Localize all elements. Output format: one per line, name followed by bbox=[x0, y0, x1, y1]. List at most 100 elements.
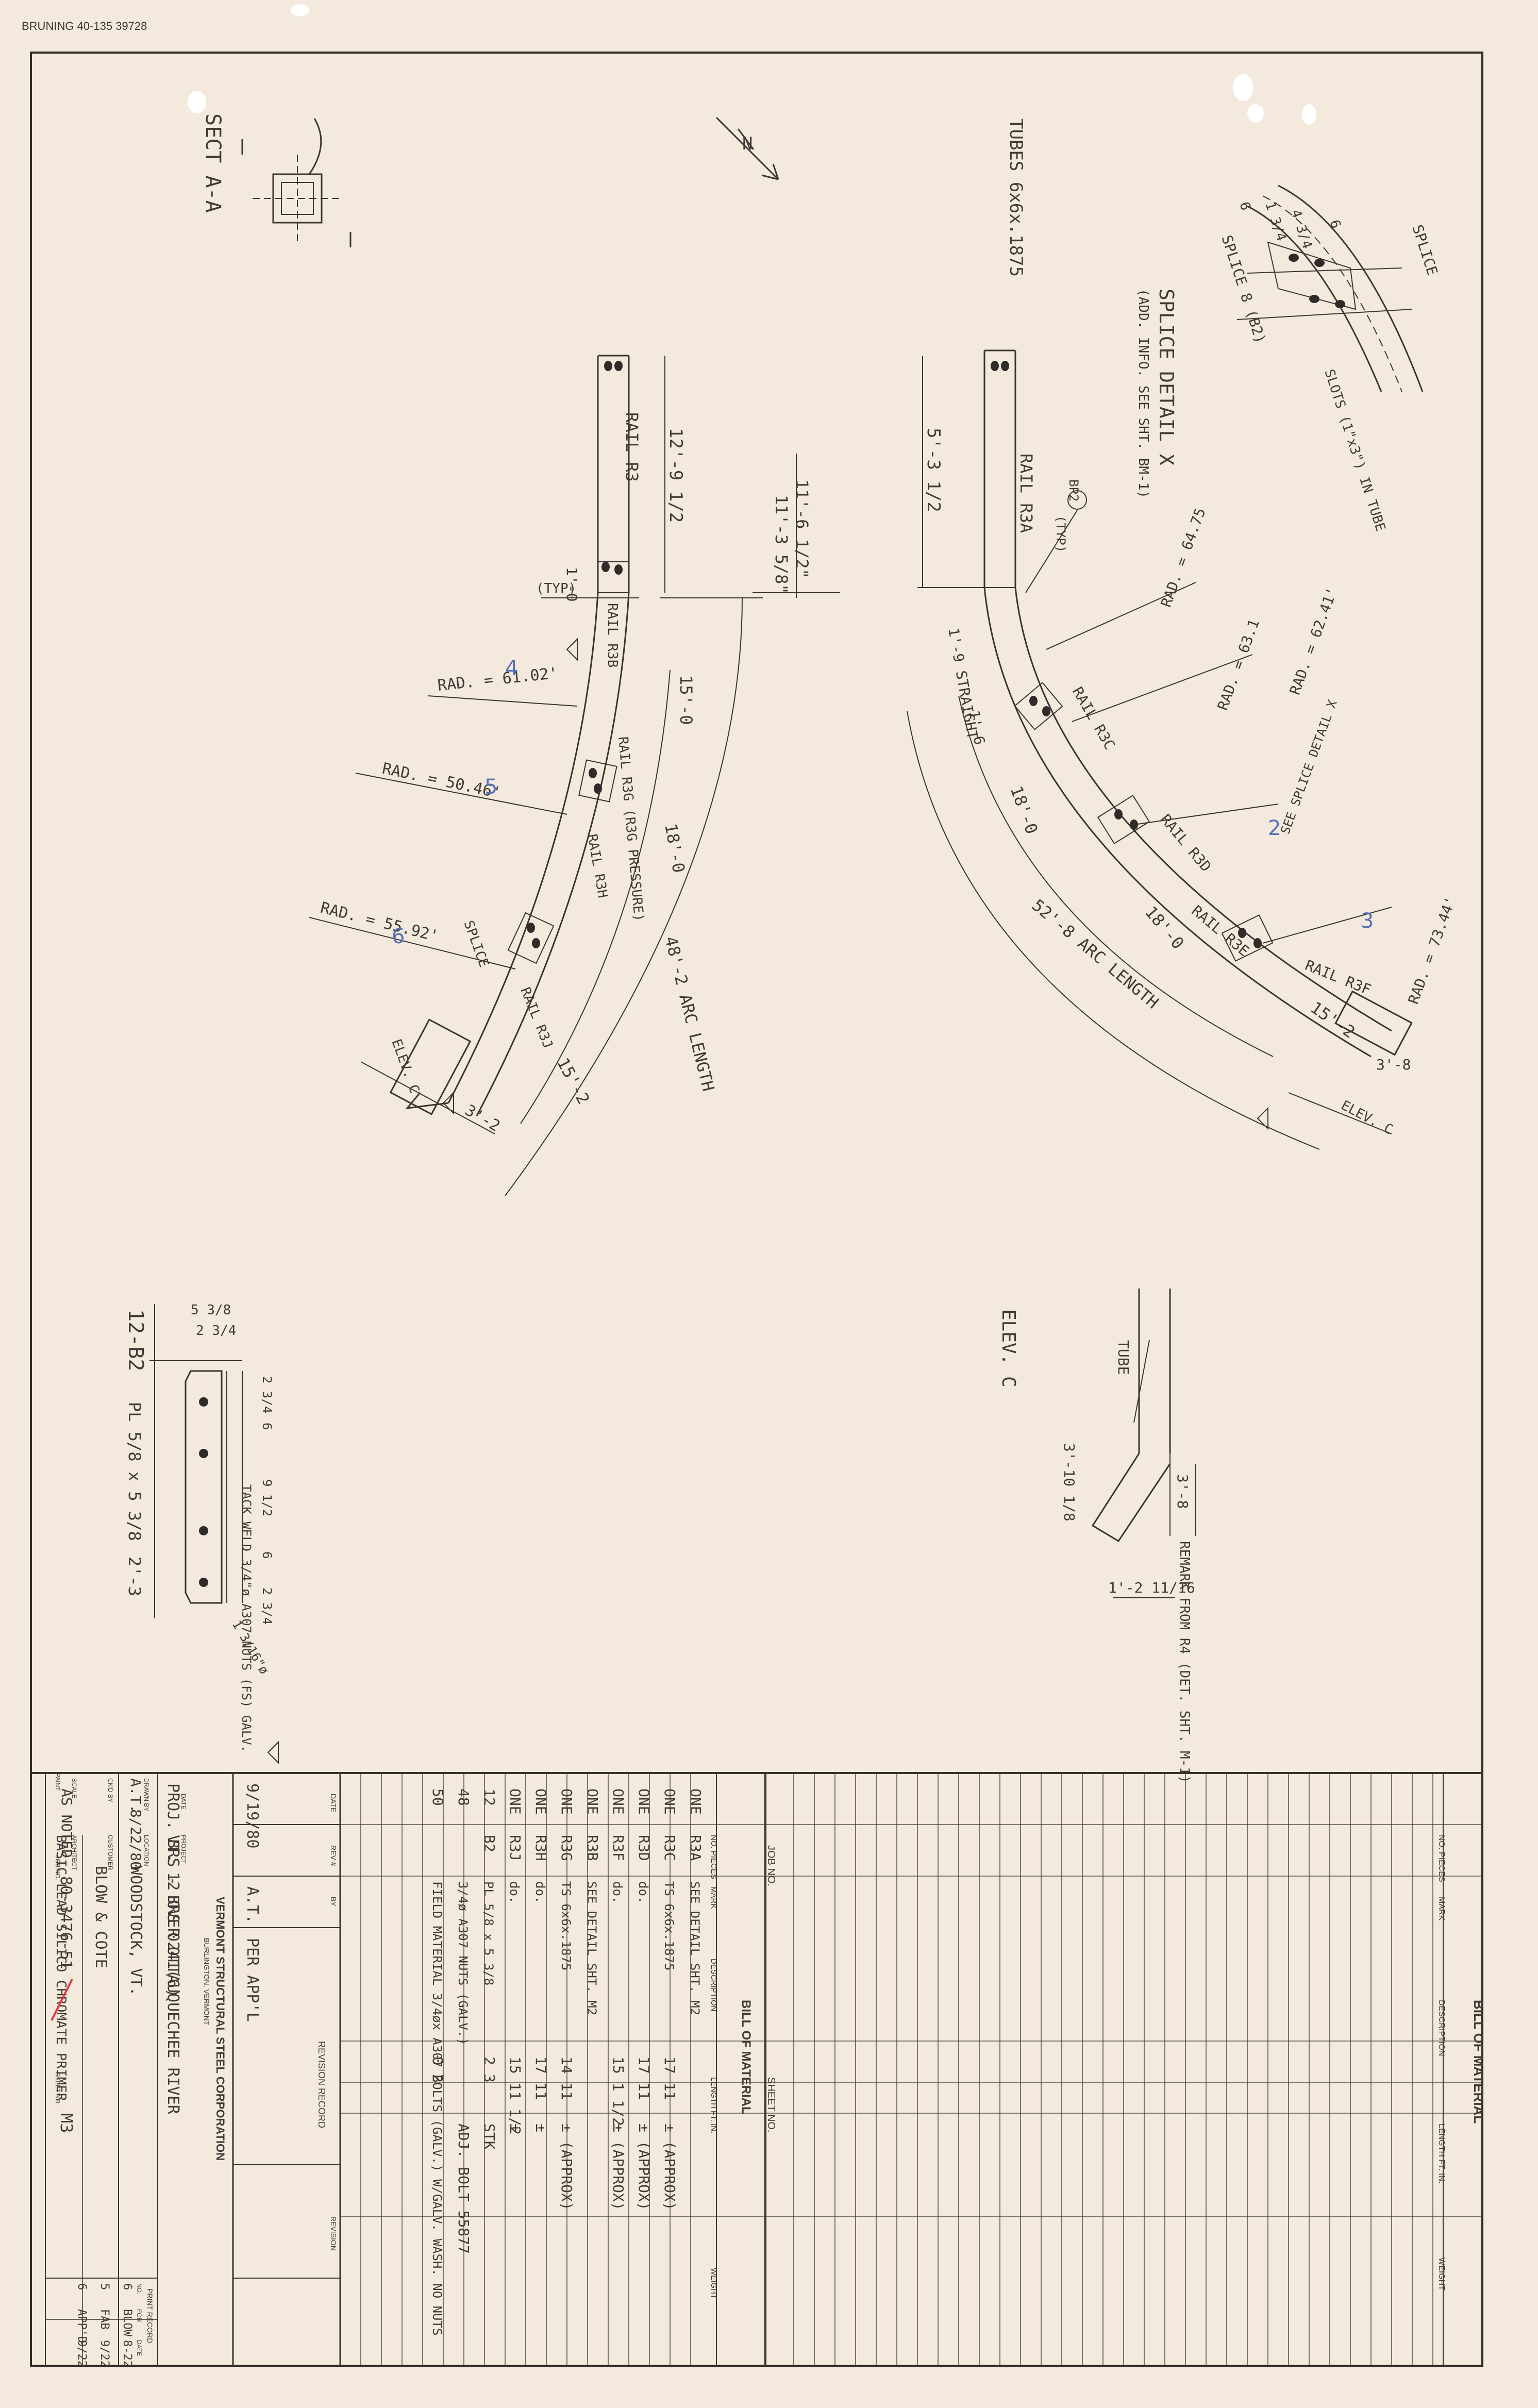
bill-left-title: BILL OF MATERIAL bbox=[739, 2000, 753, 2114]
right-dim-18-0-a: 18'-0 bbox=[1006, 783, 1042, 837]
right-dim-3-8: 3'-8 bbox=[1376, 1056, 1411, 1073]
bill-row-8-cell-3: do. bbox=[507, 1881, 522, 1903]
left-mark-5: 5 bbox=[484, 775, 497, 799]
rail-r3d-label: RAIL R3D bbox=[1157, 811, 1215, 875]
center-dim-lines bbox=[753, 454, 840, 598]
plate-space-5: 2 3/4 bbox=[260, 1587, 274, 1625]
left-dim-15-2: 15'-2 bbox=[553, 1055, 594, 1108]
bill-grid-lines bbox=[340, 1773, 1482, 2366]
plate-b2-holes bbox=[199, 1397, 208, 1587]
splice-dim-1: 6 bbox=[1236, 200, 1253, 212]
right-mark-3: 3 bbox=[1361, 909, 1374, 933]
bill-row-9-cell-1: 12 bbox=[481, 1788, 498, 1806]
elev-c-remark: REMARK FROM R4 (DET. SHT. M-1) bbox=[1177, 1541, 1192, 1783]
plate-b2-drawing bbox=[149, 1304, 243, 1618]
print-row-1-cell-3: 8-22 bbox=[121, 2340, 133, 2367]
bill-row-11-cell-1: 50 bbox=[429, 1788, 446, 1806]
right-radius-3: RAD. = 62.41' bbox=[1286, 585, 1341, 697]
drawn-value: A.T. bbox=[127, 1778, 144, 1813]
bill-row-6-cell-5: ± (APPROX) bbox=[558, 2123, 575, 2211]
elev-c-tube: TUBE bbox=[1115, 1340, 1132, 1375]
revision-text: PER APP'L bbox=[243, 1938, 261, 2022]
splice-bolt-label: SPLICE 8 (B2) bbox=[1218, 233, 1269, 346]
left-rail-dim-1-0: 1'-0 bbox=[563, 567, 580, 601]
print-col-for: FOR bbox=[136, 2309, 143, 2322]
bill-row-11-cell-3: FIELD MATERIAL 3/4øx A307 BOLTS (GALV.) … bbox=[430, 1881, 444, 2335]
splice-detail-drawing bbox=[1236, 185, 1424, 392]
revision-date: 9/19/80 bbox=[243, 1783, 261, 1848]
bill-row-5-cell-3: SEE DETAIL SHT. M2 bbox=[584, 1881, 599, 2015]
scale-label: SCALE bbox=[71, 1778, 78, 1798]
left-arc-length: 48'-2 ARC LENGTH bbox=[661, 934, 718, 1093]
customer-value: BLOW & COTE bbox=[92, 1866, 110, 1968]
splice-bolts bbox=[1289, 254, 1345, 308]
project-name: VT. 12 OVER OTTAUQUECHEE RIVER bbox=[164, 1835, 182, 2115]
bill-row-7-cell-1: ONE bbox=[532, 1788, 549, 1815]
bill-row-8-cell-2: R3J bbox=[507, 1835, 524, 1861]
right-arc-length: 52'-8 ARC LENGTH bbox=[1028, 895, 1163, 1012]
bill-row-8-cell-5: ± bbox=[507, 2123, 524, 2132]
bill-row-6-cell-3: TS 6x6x.1875 bbox=[559, 1881, 573, 1970]
splice-slots-label: SLOTS (1"x3") IN TUBE bbox=[1321, 367, 1388, 533]
bill-left-col-mark: MARK bbox=[709, 1886, 718, 1909]
bill-left-sheet: SHEET NO. bbox=[765, 2077, 777, 2132]
plate-space-1: 2 3/4 bbox=[260, 1376, 274, 1413]
rail-r3a-label: RAIL R3A bbox=[1016, 454, 1036, 533]
paint-value: BASIC LEAD SILICO CHROMATE PRIMER bbox=[53, 1835, 69, 2101]
bill-row-3-cell-3: do. bbox=[636, 1881, 650, 1903]
bill-row-10-cell-5: ADJ. BOLT 55877 bbox=[455, 2123, 472, 2254]
right-dim-15-2: 15'-2 bbox=[1307, 997, 1359, 1042]
rail-r3c-label: RAIL R3C bbox=[1069, 684, 1118, 752]
bill-row-7-cell-5: ± bbox=[532, 2123, 549, 2132]
sheet-value: M3 bbox=[57, 2113, 76, 2133]
sheet-border bbox=[30, 52, 1483, 2367]
print-row-1-cell-2: BLOW bbox=[121, 2309, 133, 2337]
right-radius-4: RAD. = 73.44' bbox=[1405, 894, 1460, 1006]
company-city: BURLINGTON, VERMONT bbox=[203, 1938, 211, 2026]
plate-width-2: 2 3/4 bbox=[196, 1323, 236, 1339]
bill-right-col-weight: WEIGHT bbox=[1437, 2258, 1446, 2290]
splice-dim-2: 1 3/4 bbox=[1262, 200, 1289, 243]
revision-col-revision: REVISION bbox=[329, 2216, 338, 2251]
rail-r3g-label: RAIL R3G (R3G PRESSURE) bbox=[615, 736, 646, 922]
rail-r3-length: 12'-9 1/2 bbox=[665, 428, 686, 523]
scale-value: AS NOTED bbox=[58, 1788, 75, 1858]
bill-row-4-cell-1: ONE bbox=[610, 1788, 627, 1815]
left-radius-1: RAD. = 61.02' bbox=[437, 664, 559, 695]
date-label: DATE bbox=[180, 1794, 187, 1810]
revision-by: A.T. bbox=[243, 1886, 261, 1924]
right-mark-2: 2 bbox=[1268, 816, 1281, 840]
left-rail-typ: (TYP) bbox=[536, 581, 576, 596]
bill-row-4-cell-2: R3F bbox=[610, 1835, 627, 1861]
right-rail-geometry bbox=[907, 349, 1413, 1150]
bill-row-10-cell-1: 48 bbox=[455, 1788, 472, 1806]
right-rail-ref: BP2 bbox=[1066, 479, 1081, 501]
print-row-3-cell-1: 6 bbox=[75, 2283, 88, 2290]
bill-right-col-mark: MARK bbox=[1437, 1897, 1446, 1921]
right-see-splice: SEE SPLICE DETAIL X bbox=[1278, 698, 1340, 836]
bill-row-4-cell-5: ± (APPROX) bbox=[610, 2123, 627, 2211]
bill-row-9-cell-3: PL 5/8 x 5 3/8 bbox=[481, 1881, 496, 1985]
architect-label: ARCHITECT bbox=[71, 1835, 78, 1870]
print-row-1-cell-1: 6 bbox=[121, 2283, 133, 2290]
bottom-block-frame bbox=[31, 1772, 1482, 2366]
bill-left-col-desc: DESCRIPTION bbox=[709, 1959, 718, 2012]
rail-r3b-label: RAIL R3B bbox=[605, 603, 620, 667]
print-row-2-cell-2: FAB bbox=[98, 2309, 111, 2330]
bill-right-col-length: LENGTH FT. IN. bbox=[1437, 2123, 1446, 2183]
bill-row-11-cell-4: 0 2 bbox=[429, 2056, 446, 2083]
print-stamp: BRUNING 40-135 39728 bbox=[22, 20, 147, 32]
bill-left-job: JOB NO. bbox=[765, 1845, 777, 1886]
date-value: 8/22/80 bbox=[127, 1809, 144, 1870]
right-radius-1: RAD. = 64.75 bbox=[1158, 506, 1209, 609]
print-row-2-cell-3: 9/22 bbox=[98, 2340, 111, 2367]
section-aa-detail bbox=[241, 118, 352, 247]
center-dim-1: 11'-6 1/2" bbox=[792, 479, 812, 579]
right-dim-1-6: 1'-6 bbox=[965, 709, 988, 746]
splice-detail-note: (ADD. INFO. SEE SHT. BM-1) bbox=[1135, 289, 1151, 498]
paint-label: PAINT bbox=[54, 1773, 61, 1791]
plate-space-3: 9 1/2 bbox=[260, 1479, 274, 1516]
splice-detail-title: SPLICE DETAIL X bbox=[1155, 289, 1178, 465]
right-rail-bolts bbox=[991, 361, 1262, 948]
